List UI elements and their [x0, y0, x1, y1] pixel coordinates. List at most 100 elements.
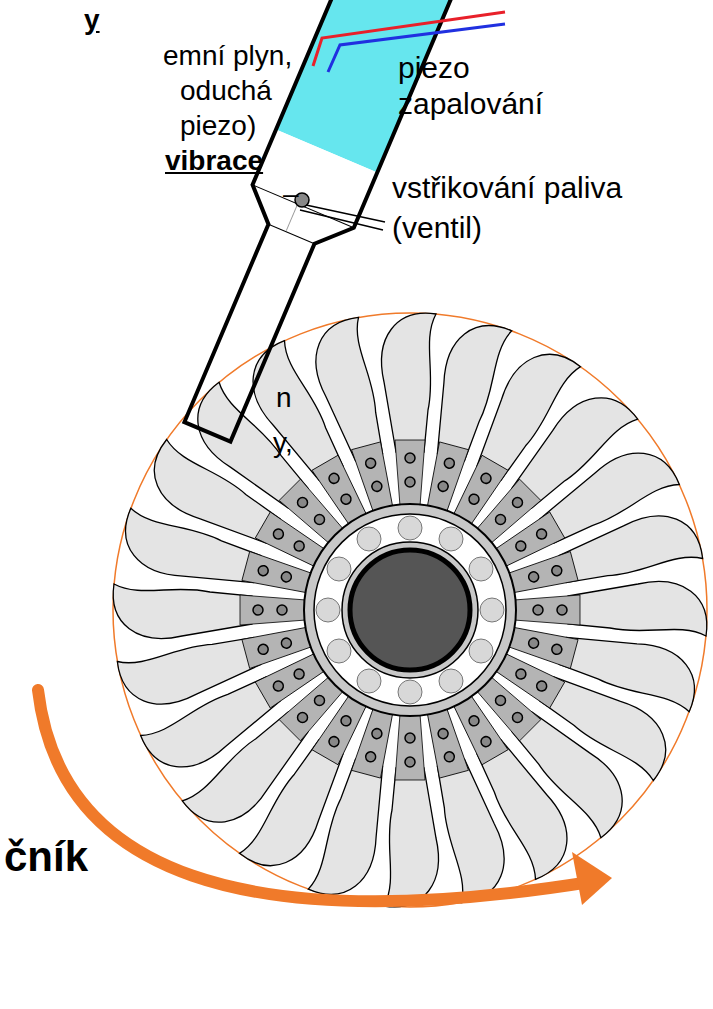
shaft	[350, 550, 470, 670]
spoke	[395, 714, 425, 780]
blade	[382, 313, 436, 506]
bearing-ball	[469, 557, 493, 581]
spoke	[240, 595, 306, 625]
rotation-arrow	[38, 690, 590, 901]
bolt	[405, 757, 415, 767]
bearing-ball	[398, 680, 422, 704]
text-fragment: y,	[273, 425, 293, 460]
blade-bucket	[568, 582, 707, 636]
bolt	[514, 539, 528, 553]
spoke	[352, 442, 398, 514]
bolt	[514, 667, 528, 681]
blade	[113, 584, 306, 638]
bearing-ball	[480, 598, 504, 622]
bearing-ball	[439, 669, 463, 693]
spoke	[395, 440, 425, 506]
arrow-head	[572, 852, 612, 905]
bolt	[292, 539, 306, 553]
bolt	[371, 480, 383, 492]
bolt	[493, 693, 507, 707]
bolt	[257, 643, 269, 655]
bolt	[533, 605, 543, 615]
bearing-inner-race	[342, 542, 478, 678]
spoke	[514, 595, 580, 625]
bolt	[528, 571, 540, 583]
bolt	[510, 495, 524, 509]
bolt	[327, 472, 341, 486]
bearing-ball	[316, 598, 340, 622]
bolt	[443, 751, 455, 763]
tube-step	[253, 185, 354, 228]
title-fragment: čník	[2, 832, 90, 882]
tube-step	[268, 224, 314, 244]
bearing-ball	[469, 639, 493, 663]
bolt	[467, 492, 481, 506]
bearing-ball	[357, 527, 381, 551]
bearing-ball	[327, 557, 351, 581]
spoke	[507, 552, 579, 598]
bearing-balls	[316, 516, 504, 704]
bolt	[295, 495, 309, 509]
bolt	[405, 453, 415, 463]
blade-bucket	[382, 313, 436, 452]
part-label: vstřikování paliva (ventil)	[392, 168, 642, 248]
bolt	[272, 679, 286, 693]
bolt	[292, 667, 306, 681]
bolt	[253, 605, 263, 615]
rotor-outline	[113, 313, 707, 907]
blade-ring	[113, 313, 707, 907]
bolt	[280, 571, 292, 583]
blade-bucket	[384, 768, 438, 907]
bolt	[272, 527, 286, 541]
bearing-ball	[439, 527, 463, 551]
text-fragment: oduchá	[180, 73, 272, 108]
bolt	[327, 735, 341, 749]
text-fragment: n	[276, 380, 292, 415]
bolt	[510, 710, 524, 724]
spoke	[422, 707, 468, 779]
bolt	[295, 710, 309, 724]
bolt	[405, 477, 415, 487]
bolt	[365, 751, 377, 763]
bolt	[339, 714, 353, 728]
bolt	[437, 480, 449, 492]
blade	[306, 317, 408, 517]
bolt	[535, 679, 549, 693]
text-fragment: piezo)	[180, 108, 256, 143]
bearing-ball	[327, 639, 351, 663]
bearing-outer-race	[314, 514, 506, 706]
bolt	[467, 714, 481, 728]
bolt	[551, 643, 563, 655]
bolt	[479, 472, 493, 486]
bolt	[277, 605, 287, 615]
text-fragment: –	[283, 176, 299, 211]
bolt	[535, 527, 549, 541]
bolt	[557, 605, 567, 615]
fuel-line	[300, 205, 385, 230]
bolt	[437, 728, 449, 740]
bolt	[443, 457, 455, 469]
bolt	[371, 728, 383, 740]
blade	[384, 714, 438, 907]
bolt	[551, 565, 563, 577]
bolt	[257, 565, 269, 577]
bolt	[365, 457, 377, 469]
bearing-ball	[398, 516, 422, 540]
blade	[514, 582, 707, 636]
bolt	[312, 693, 326, 707]
bolt	[493, 512, 507, 526]
bolt	[312, 512, 326, 526]
bolt	[280, 637, 292, 649]
bolt	[339, 492, 353, 506]
part-label: piezo zapalování	[398, 50, 588, 122]
heading-fragment: y	[84, 2, 100, 37]
bolt	[479, 735, 493, 749]
hub-ring	[304, 504, 516, 716]
text-fragment: emní plyn,	[163, 38, 292, 73]
spoke	[242, 622, 314, 668]
heading-fragment: vibrace	[165, 143, 263, 178]
bearing-ball	[357, 669, 381, 693]
bolt	[405, 733, 415, 743]
bolt	[528, 637, 540, 649]
